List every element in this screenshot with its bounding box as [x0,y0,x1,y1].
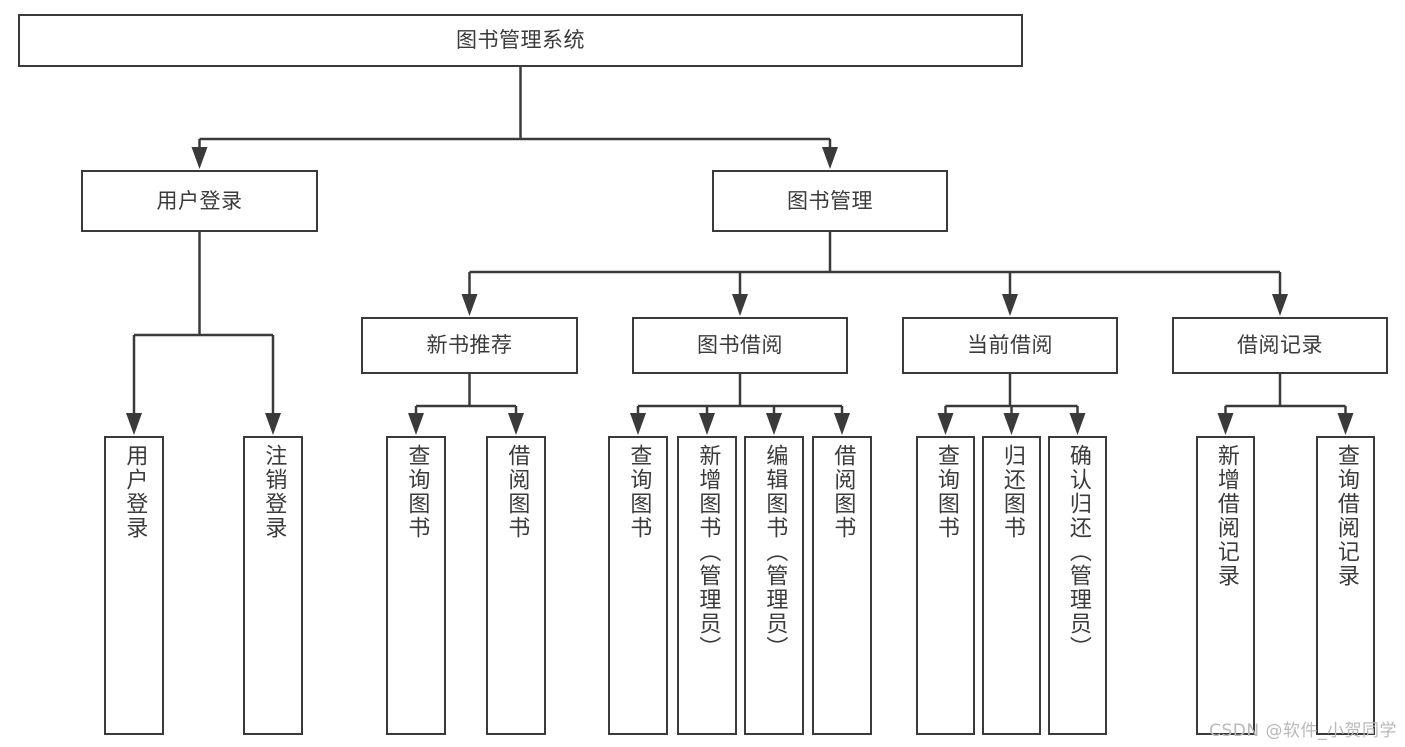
arrow-head-5-1 [1003,413,1020,435]
node-leaf-6-label: 编辑图书（管理员） [762,444,788,660]
arrow-head-4-2 [766,413,782,435]
arrow-head-3-0 [408,413,424,435]
node-level3-2-label: 当前借阅 [967,333,1053,358]
node-leaf-2-label: 查询图书 [404,444,430,540]
node-leaf-1-label: 注销登录 [261,444,287,540]
node-level2-1: 图书管理 [712,170,948,232]
arrow-head-2-1 [265,413,281,435]
node-leaf-0: 用户登录 [104,436,164,735]
node-level2-0: 用户登录 [81,170,318,232]
arrow-head-5-0 [937,413,954,435]
arrow-head-1-2 [1002,294,1018,316]
node-leaf-8: 查询图书 [916,436,975,735]
arrow-head-4-3 [834,413,850,435]
node-leaf-2: 查询图书 [386,436,446,735]
arrow-head-1-1 [732,294,748,316]
arrow-head-0-1 [822,147,838,169]
node-leaf-12-label: 查询借阅记录 [1333,444,1359,588]
node-leaf-4: 查询图书 [608,436,668,735]
node-leaf-7: 借阅图书 [812,436,872,735]
node-leaf-1: 注销登录 [243,436,303,735]
node-level3-2: 当前借阅 [902,317,1118,374]
node-leaf-5: 新增图书（管理员） [677,436,737,735]
node-root: 图书管理系统 [18,14,1023,67]
node-level3-0-label: 新书推荐 [426,333,513,358]
node-leaf-9-label: 归还图书 [999,444,1025,540]
node-leaf-7-label: 借阅图书 [830,444,856,540]
arrow-head-1-3 [1272,294,1288,316]
node-leaf-3-label: 借阅图书 [504,444,530,540]
watermark: CSDN @软件_小贺同学 [1209,721,1397,741]
node-leaf-9: 归还图书 [982,436,1041,735]
arrow-head-5-2 [1069,413,1086,435]
node-level3-3-label: 借阅记录 [1237,333,1323,358]
arrow-head-0-0 [191,147,208,169]
node-leaf-6: 编辑图书（管理员） [744,436,804,735]
arrow-head-4-1 [699,413,715,435]
node-level3-3: 借阅记录 [1172,317,1388,374]
arrow-head-4-0 [630,413,646,435]
node-level3-1-label: 图书借阅 [697,333,783,358]
node-root-label: 图书管理系统 [456,28,585,53]
node-leaf-12: 查询借阅记录 [1316,436,1375,735]
node-leaf-0-label: 用户登录 [122,444,148,540]
node-level3-0: 新书推荐 [361,317,578,374]
node-leaf-11: 新增借阅记录 [1196,436,1255,735]
arrow-head-1-0 [461,294,478,316]
node-leaf-8-label: 查询图书 [933,444,959,540]
arrow-head-3-1 [508,413,524,435]
node-level2-0-label: 用户登录 [156,188,243,213]
arrow-head-6-1 [1337,413,1354,435]
node-leaf-11-label: 新增借阅记录 [1213,444,1239,588]
node-leaf-4-label: 查询图书 [626,444,652,540]
node-leaf-10-label: 确认归还（管理员） [1065,444,1091,660]
node-leaf-10: 确认归还（管理员） [1048,436,1107,735]
node-level2-1-label: 图书管理 [787,188,873,213]
arrow-head-2-0 [126,413,142,435]
node-leaf-3: 借阅图书 [486,436,546,735]
arrow-head-6-0 [1217,413,1234,435]
node-level3-1: 图书借阅 [632,317,848,374]
node-leaf-5-label: 新增图书（管理员） [695,444,721,660]
